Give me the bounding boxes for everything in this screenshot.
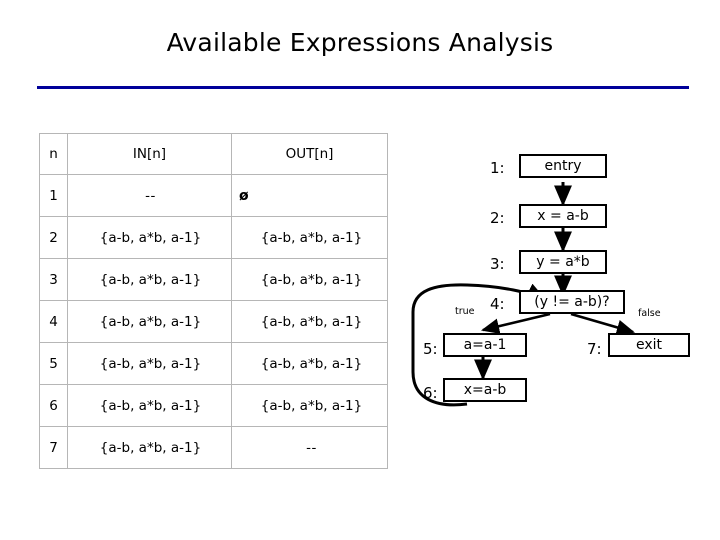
cell-in: {a-b, a*b, a-1} [67, 426, 232, 469]
cell-out: {a-b, a*b, a-1} [231, 258, 388, 301]
analysis-table: n IN[n] OUT[n] 1 -- ø 2 {a-b, a*b, a-1} … [39, 133, 388, 469]
edge-label-true: true [455, 306, 475, 317]
cell-out: -- [231, 426, 388, 469]
column-header-out: OUT[n] [231, 133, 388, 175]
edge-4-7-false [570, 312, 635, 335]
table-row: 1 -- ø [39, 174, 388, 217]
cfg-node-a-decrement[interactable]: a=a-1 [443, 333, 527, 357]
cell-n: 6 [39, 384, 68, 427]
column-header-in: IN[n] [67, 133, 232, 175]
cell-n: 4 [39, 300, 68, 343]
cell-in: {a-b, a*b, a-1} [67, 384, 232, 427]
cfg-node-entry[interactable]: entry [519, 154, 607, 178]
cell-out: ø [231, 174, 388, 217]
table-row: 6 {a-b, a*b, a-1} {a-b, a*b, a-1} [39, 384, 388, 427]
cell-out: {a-b, a*b, a-1} [231, 384, 388, 427]
table-row: 2 {a-b, a*b, a-1} {a-b, a*b, a-1} [39, 216, 388, 259]
cell-in: {a-b, a*b, a-1} [67, 342, 232, 385]
cfg-node-label-3: 3: [490, 255, 505, 273]
cfg-node-y-assign[interactable]: y = a*b [519, 250, 607, 274]
cfg-node-x-assign[interactable]: x = a-b [519, 204, 607, 228]
edge-6-4-backedge [411, 283, 548, 407]
cfg-node-label-1: 1: [490, 159, 505, 177]
cell-out: {a-b, a*b, a-1} [231, 342, 388, 385]
table-row: 7 {a-b, a*b, a-1} -- [39, 426, 388, 469]
edge-4-5-true [480, 312, 551, 334]
cfg-node-label-6: 6: [423, 384, 438, 402]
cell-in: {a-b, a*b, a-1} [67, 216, 232, 259]
cfg-node-x-recompute[interactable]: x=a-b [443, 378, 527, 402]
cell-n: 2 [39, 216, 68, 259]
cfg-node-exit[interactable]: exit [608, 333, 690, 357]
cfg-node-label-4: 4: [490, 295, 505, 313]
cfg-edges [411, 182, 635, 407]
cell-in: {a-b, a*b, a-1} [67, 300, 232, 343]
cfg-node-label-5: 5: [423, 340, 438, 358]
cell-in: -- [67, 174, 232, 217]
page-title: Available Expressions Analysis [166, 28, 554, 57]
table-row: 5 {a-b, a*b, a-1} {a-b, a*b, a-1} [39, 342, 388, 385]
cfg-node-label-7: 7: [587, 340, 602, 358]
cell-n: 5 [39, 342, 68, 385]
cfg-node-label-2: 2: [490, 209, 505, 227]
cell-n: 3 [39, 258, 68, 301]
table-row: 3 {a-b, a*b, a-1} {a-b, a*b, a-1} [39, 258, 388, 301]
cell-n: 7 [39, 426, 68, 469]
table-row: 4 {a-b, a*b, a-1} {a-b, a*b, a-1} [39, 300, 388, 343]
title-divider [37, 86, 689, 89]
cell-in: {a-b, a*b, a-1} [67, 258, 232, 301]
cell-n: 1 [39, 174, 68, 217]
table-header-row: n IN[n] OUT[n] [39, 133, 388, 175]
cell-out: {a-b, a*b, a-1} [231, 300, 388, 343]
control-flow-graph: 1: entry 2: x = a-b 3: y = a*b 4: (y != … [405, 150, 715, 410]
cell-out: {a-b, a*b, a-1} [231, 216, 388, 259]
cfg-node-condition[interactable]: (y != a-b)? [519, 290, 625, 314]
edge-label-false: false [638, 308, 661, 319]
column-header-n: n [39, 133, 68, 175]
